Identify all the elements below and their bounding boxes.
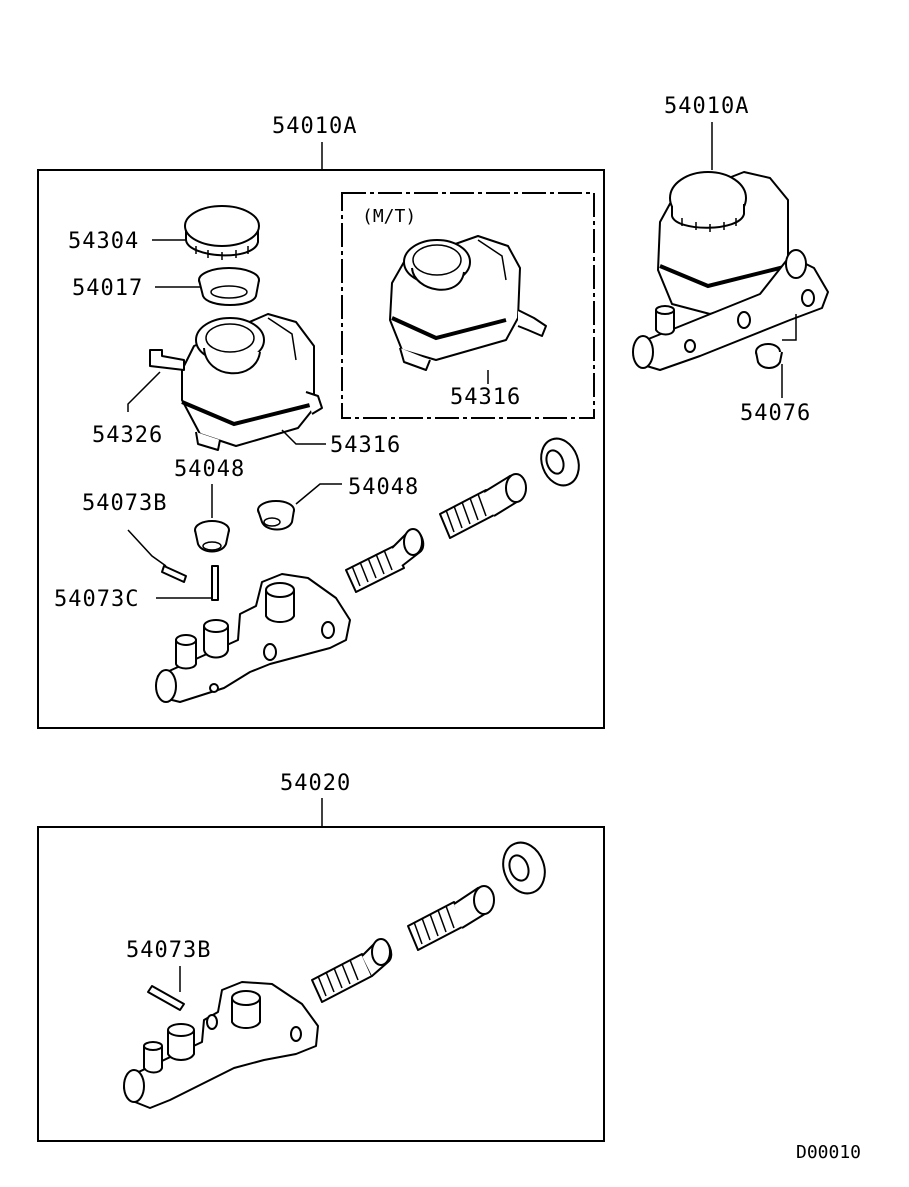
- assembly-54020-group: 54020 54073B: [37, 771, 605, 1142]
- pin-b-leader: [127, 529, 167, 567]
- grommet-a-drawing: [194, 520, 230, 553]
- label-grommet-a: 54048: [174, 457, 245, 482]
- label-reservoir: 54316: [330, 433, 401, 458]
- nut-drawing: [755, 343, 783, 369]
- label-grommet-b: 54048: [348, 475, 419, 500]
- assembly-54010a-side-group: 54010A 54076: [632, 94, 829, 426]
- bracket-leader: [127, 371, 161, 412]
- cylinder-body-drawing: [155, 573, 351, 703]
- pin-b-kit-drawing: [147, 985, 185, 1011]
- assembly-bottom-frame: [37, 826, 605, 1142]
- mt-reservoir-drawing: [389, 235, 547, 371]
- assembly-top-frame: [37, 169, 605, 729]
- kit-primary-piston-drawing: [407, 885, 495, 951]
- kit-cylinder-body-drawing: [123, 981, 319, 1109]
- variant-label: (M/T): [362, 206, 416, 227]
- reservoir-cap-drawing: [184, 205, 260, 260]
- label-strainer: 54017: [72, 276, 143, 301]
- strainer-drawing: [198, 267, 260, 306]
- diagram-code: D00010: [796, 1142, 861, 1163]
- mt-variant-frame: [341, 192, 595, 419]
- primary-piston-drawing: [439, 473, 527, 539]
- label-pin-b-kit: 54073B: [126, 938, 211, 963]
- reservoir-drawing: [149, 313, 323, 451]
- label-cap: 54304: [68, 229, 139, 254]
- label-pin-b: 54073B: [82, 491, 167, 516]
- seal-ring-drawing: [540, 437, 580, 487]
- kit-seal-ring-drawing: [502, 841, 546, 895]
- grommet-b-leader: [295, 483, 342, 505]
- secondary-piston-drawing: [345, 528, 425, 593]
- side-assembly-drawing: [632, 171, 829, 371]
- reservoir-leader: [281, 429, 326, 445]
- label-nut: 54076: [740, 401, 811, 426]
- label-reservoir-mt: 54316: [450, 385, 521, 410]
- assembly-54010a-group: 54010A (M/T) 54316 54304: [37, 114, 605, 729]
- pin-c-drawing: [211, 565, 219, 601]
- assembly-bottom-label: 54020: [280, 771, 351, 796]
- label-pin-c: 54073C: [54, 587, 139, 612]
- kit-secondary-piston-drawing: [311, 938, 393, 1003]
- grommet-b-drawing: [257, 500, 295, 531]
- assembly-top-label: 54010A: [272, 114, 357, 139]
- label-bracket: 54326: [92, 423, 163, 448]
- pin-b-drawing: [161, 565, 187, 583]
- assembly-side-label: 54010A: [664, 94, 749, 119]
- nut-leader: [782, 314, 797, 341]
